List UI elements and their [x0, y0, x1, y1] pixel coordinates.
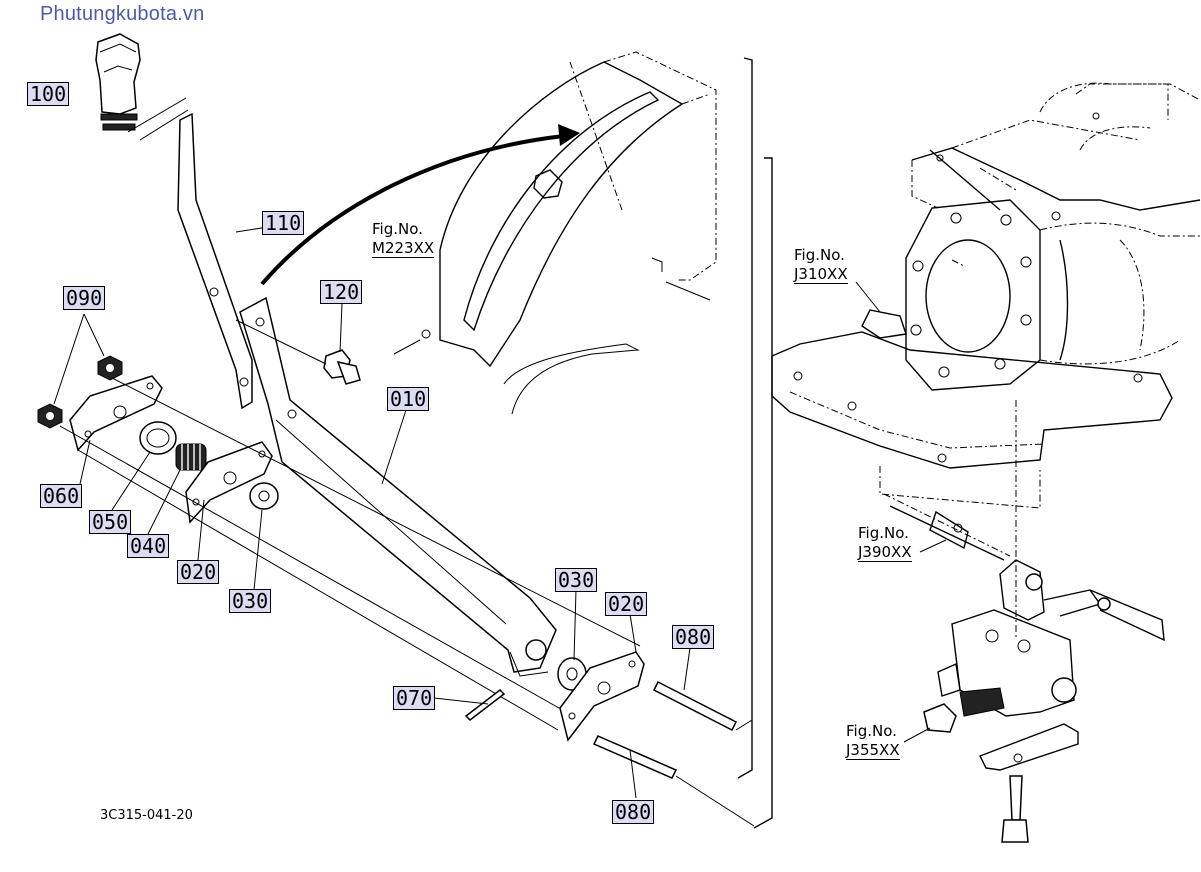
fig-ref-code: J355XX [846, 741, 900, 760]
bracket-group-left [37, 313, 641, 731]
knob-part-100 [95, 33, 189, 141]
fig-ref-label: Fig.No. [858, 524, 909, 542]
drawing-number: 3C315-041-20 [100, 808, 193, 823]
fig-ref-j390xx[interactable]: Fig.No. J390XX [858, 524, 912, 562]
part-label-060[interactable]: 060 [40, 484, 83, 508]
part-label-020[interactable]: 020 [605, 592, 648, 616]
fig-ref-label: Fig.No. [846, 722, 897, 740]
lever-part-110 [177, 112, 253, 410]
pedal-lever-part-010 [239, 296, 557, 677]
part-label-090[interactable]: 090 [63, 286, 106, 310]
fig-ref-j355xx[interactable]: Fig.No. J355XX [846, 722, 900, 760]
frame-outline [675, 57, 773, 829]
direction-arrow [260, 124, 580, 286]
fig-ref-code: J390XX [858, 543, 912, 562]
part-label-120[interactable]: 120 [320, 280, 363, 304]
fig-ref-label: Fig.No. [372, 220, 423, 238]
fig-ref-m223xx[interactable]: Fig.No. M223XX [372, 220, 435, 258]
part-label-010[interactable]: 010 [387, 387, 430, 411]
bracket-group-right [433, 651, 738, 779]
part-label-080[interactable]: 080 [672, 625, 715, 649]
fig-ref-code: J310XX [794, 265, 848, 284]
fig-ref-label: Fig.No. [794, 246, 845, 264]
part-label-050[interactable]: 050 [89, 510, 132, 534]
bolt-part-120 [235, 303, 361, 385]
part-label-100[interactable]: 100 [27, 82, 70, 106]
valve-assembly [903, 559, 1165, 843]
fender-assembly [393, 51, 717, 415]
transmission-housing [771, 82, 1201, 640]
part-label-040[interactable]: 040 [127, 534, 170, 558]
part-label-020[interactable]: 020 [177, 560, 220, 584]
watermark: Phutungkubota.vn [40, 3, 205, 25]
part-label-070[interactable]: 070 [393, 686, 436, 710]
control-rod [883, 493, 1011, 561]
part-label-110[interactable]: 110 [262, 211, 305, 235]
fig-ref-code: M223XX [372, 239, 435, 258]
part-label-030[interactable]: 030 [555, 568, 598, 592]
part-label-080[interactable]: 080 [612, 800, 655, 824]
fig-ref-j310xx[interactable]: Fig.No. J310XX [794, 246, 848, 284]
part-label-030[interactable]: 030 [229, 589, 272, 613]
